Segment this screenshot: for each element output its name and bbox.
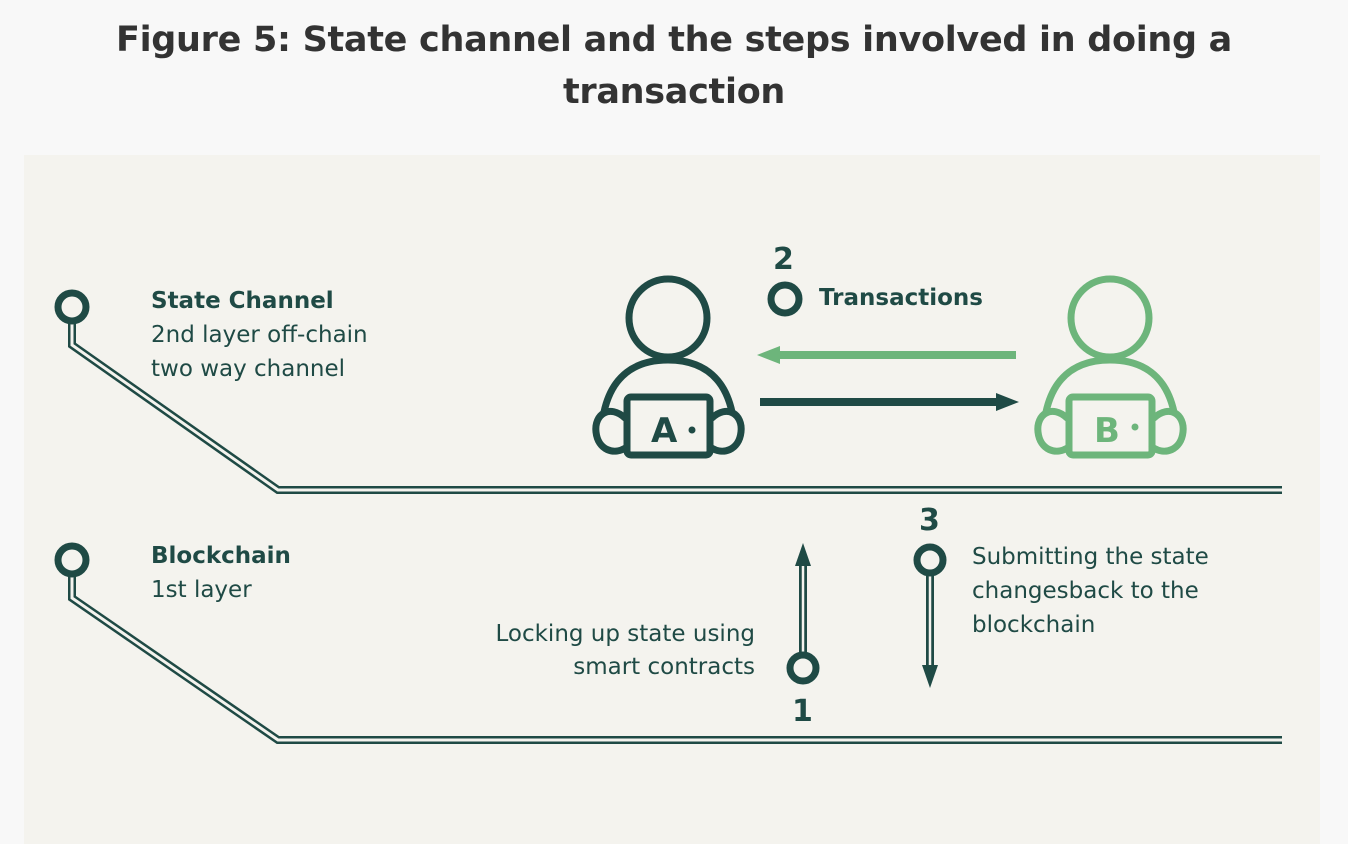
participant-b-icon	[1034, 275, 1187, 459]
figure-title-line-2: transaction	[562, 72, 786, 112]
step-3-desc-line-3: blockchain	[972, 612, 1096, 638]
state-channel-track	[54, 289, 1282, 494]
blockchain-desc-line-1: 1st layer	[151, 577, 252, 603]
step-1-arrow-up	[795, 543, 811, 655]
state-channel-desc-line-1: 2nd layer off-chain	[151, 322, 368, 348]
step-2-node-icon	[767, 281, 803, 317]
arrow-a-to-b	[760, 393, 1019, 411]
blockchain-title: Blockchain	[151, 543, 291, 569]
step-3-arrow-down	[922, 574, 938, 688]
step-3-number: 3	[919, 503, 940, 538]
figure-title: Figure 5: State channel and the steps in…	[0, 14, 1348, 118]
blockchain-track	[54, 542, 1282, 744]
step-1-number: 1	[792, 694, 813, 729]
step-1-desc-line-1: Locking up state using	[495, 621, 755, 647]
blockchain-node-icon	[54, 542, 90, 578]
participant-a-letter: A	[651, 411, 678, 451]
participant-a-icon	[592, 275, 745, 459]
step-3-desc-line-1: Submitting the state	[972, 544, 1209, 570]
step-2-label: Transactions	[819, 285, 983, 311]
state-channel-node-icon	[54, 289, 90, 325]
step-3-desc-line-2: changesback to the	[972, 578, 1199, 604]
state-channel-desc-line-2: two way channel	[151, 356, 346, 382]
step-2-number: 2	[773, 242, 794, 277]
figure-title-line-1: Figure 5: State channel and the steps in…	[116, 20, 1232, 60]
step-1-desc-line-2: smart contracts	[573, 654, 755, 680]
arrow-b-to-a	[757, 346, 1016, 364]
participant-b-letter: B	[1094, 411, 1120, 451]
step-3-node-icon	[913, 543, 947, 577]
participant-b-dot	[1131, 423, 1139, 431]
state-channel-title: State Channel	[151, 288, 334, 314]
participant-a-dot	[688, 426, 696, 434]
diagram-panel	[24, 155, 1320, 844]
step-1-node-icon	[786, 651, 820, 685]
